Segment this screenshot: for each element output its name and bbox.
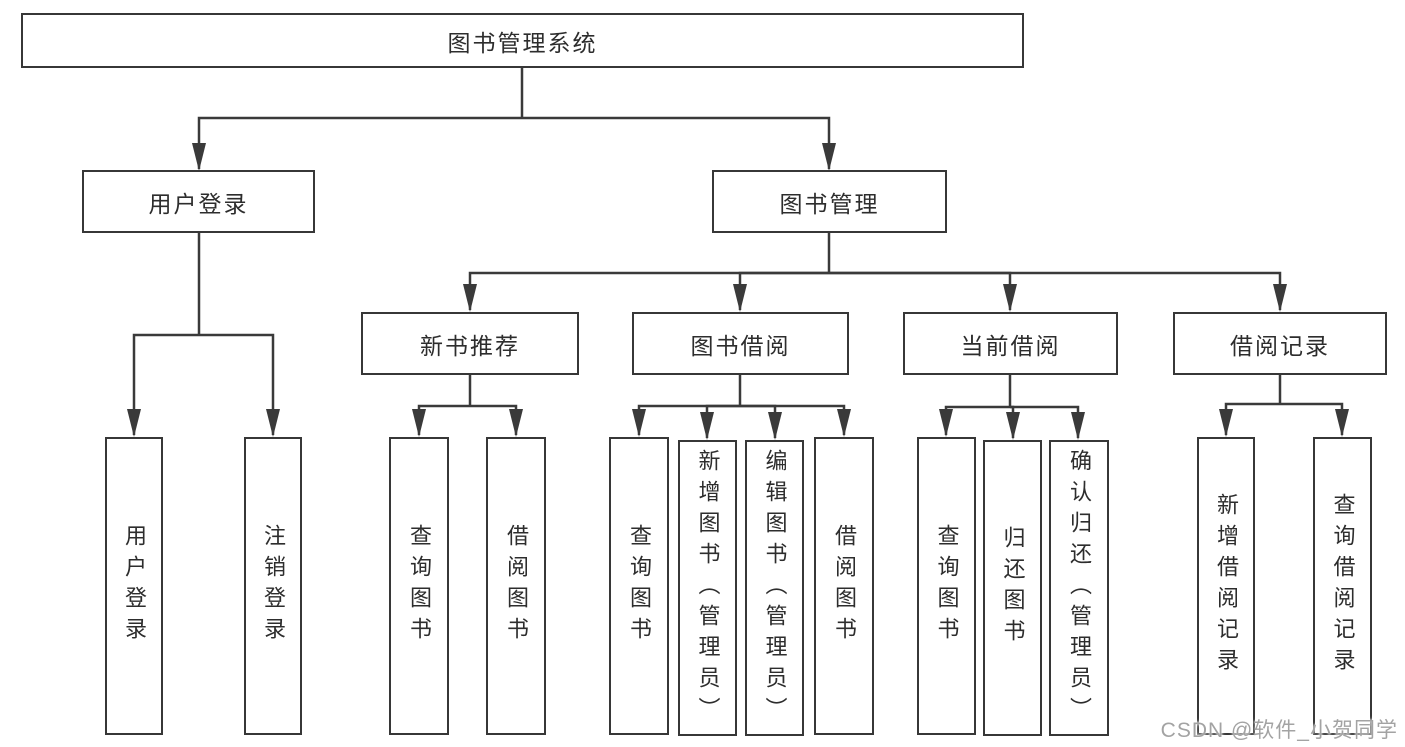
node-root: 图书管理系统: [21, 13, 1024, 68]
leaf-query-books-recommend: 查询图书: [389, 437, 449, 735]
leaf-query-books-current: 查询图书: [917, 437, 976, 735]
leaf-return-book-label: 归还图书: [1000, 526, 1026, 650]
leaf-user-login: 用户登录: [105, 437, 163, 735]
node-user-login: 用户登录: [82, 170, 315, 233]
node-book-management: 图书管理: [712, 170, 947, 233]
leaf-query-books-borrowing: 查询图书: [609, 437, 669, 735]
leaf-logout: 注销登录: [244, 437, 302, 735]
leaf-confirm-return-admin-label: 确认归还（管理员）: [1067, 448, 1092, 728]
leaf-query-borrow-record-label: 查询借阅记录: [1330, 493, 1356, 679]
leaf-return-book: 归还图书: [983, 440, 1042, 736]
leaf-borrow-books-recommend: 借阅图书: [486, 437, 546, 735]
leaf-query-books-recommend-label: 查询图书: [407, 524, 432, 648]
node-current-borrowing: 当前借阅: [903, 312, 1118, 375]
leaf-add-book-admin-label: 新增图书（管理员）: [695, 448, 721, 728]
leaf-query-books-borrowing-label: 查询图书: [627, 524, 652, 648]
leaf-edit-book-admin: 编辑图书（管理员）: [745, 440, 804, 736]
leaf-add-borrow-record: 新增借阅记录: [1197, 437, 1255, 735]
leaf-logout-label: 注销登录: [261, 524, 286, 648]
leaf-borrow-books-recommend-label: 借阅图书: [504, 524, 529, 648]
leaf-borrow-books-borrowing: 借阅图书: [814, 437, 874, 735]
leaf-user-login-label: 用户登录: [122, 524, 147, 648]
leaf-add-book-admin: 新增图书（管理员）: [678, 440, 737, 736]
leaf-query-books-current-label: 查询图书: [934, 524, 960, 648]
leaf-add-borrow-record-label: 新增借阅记录: [1214, 493, 1239, 679]
node-borrow-records: 借阅记录: [1173, 312, 1387, 375]
watermark: CSDN @软件_小贺同学: [1160, 719, 1398, 742]
node-new-book-recommend: 新书推荐: [361, 312, 579, 375]
leaf-borrow-books-borrowing-label: 借阅图书: [832, 524, 857, 648]
leaf-confirm-return-admin: 确认归还（管理员）: [1049, 440, 1109, 736]
leaf-query-borrow-record: 查询借阅记录: [1313, 437, 1372, 735]
leaf-edit-book-admin-label: 编辑图书（管理员）: [762, 448, 788, 728]
node-book-borrowing: 图书借阅: [632, 312, 849, 375]
